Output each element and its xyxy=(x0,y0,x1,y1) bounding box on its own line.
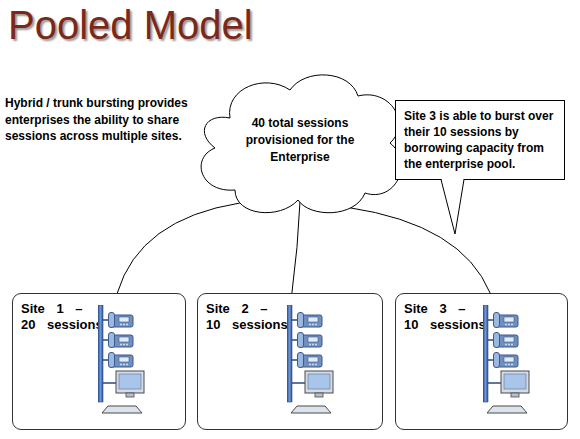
connector-line xyxy=(348,208,490,294)
node-text: Site 3 is able to burst over their 10 se… xyxy=(404,108,556,172)
site-box: Site 1 – 20 sessions xyxy=(12,293,186,430)
site-equipment xyxy=(287,305,333,413)
callout-pointer-fill xyxy=(441,177,464,234)
site-box: Site 3 – 10 sessions xyxy=(395,293,568,430)
node-text: Site 3 – 10 sessions xyxy=(404,301,488,333)
note-text: Hybrid / trunk bursting provides enterpr… xyxy=(5,95,193,145)
node-text: Site 1 – 20 sessions xyxy=(21,301,105,333)
cloud-path xyxy=(201,75,401,213)
site-box: Site 2 – 10 sessions xyxy=(197,293,383,430)
site-equipment xyxy=(98,305,144,413)
callout-box: Site 3 is able to burst over their 10 se… xyxy=(395,100,565,180)
diagram-title: Pooled Model xyxy=(8,2,253,48)
node-text: 40 total sessions provisioned for the En… xyxy=(236,115,364,166)
callout-pointer xyxy=(455,180,464,235)
connector-line xyxy=(292,202,300,294)
node-text: Site 2 – 10 sessions xyxy=(206,301,290,333)
site-equipment xyxy=(483,305,529,413)
callout-pointer xyxy=(441,180,455,235)
connector-line xyxy=(117,203,240,293)
cloud-shape: 40 total sessions provisioned for the En… xyxy=(190,68,410,218)
